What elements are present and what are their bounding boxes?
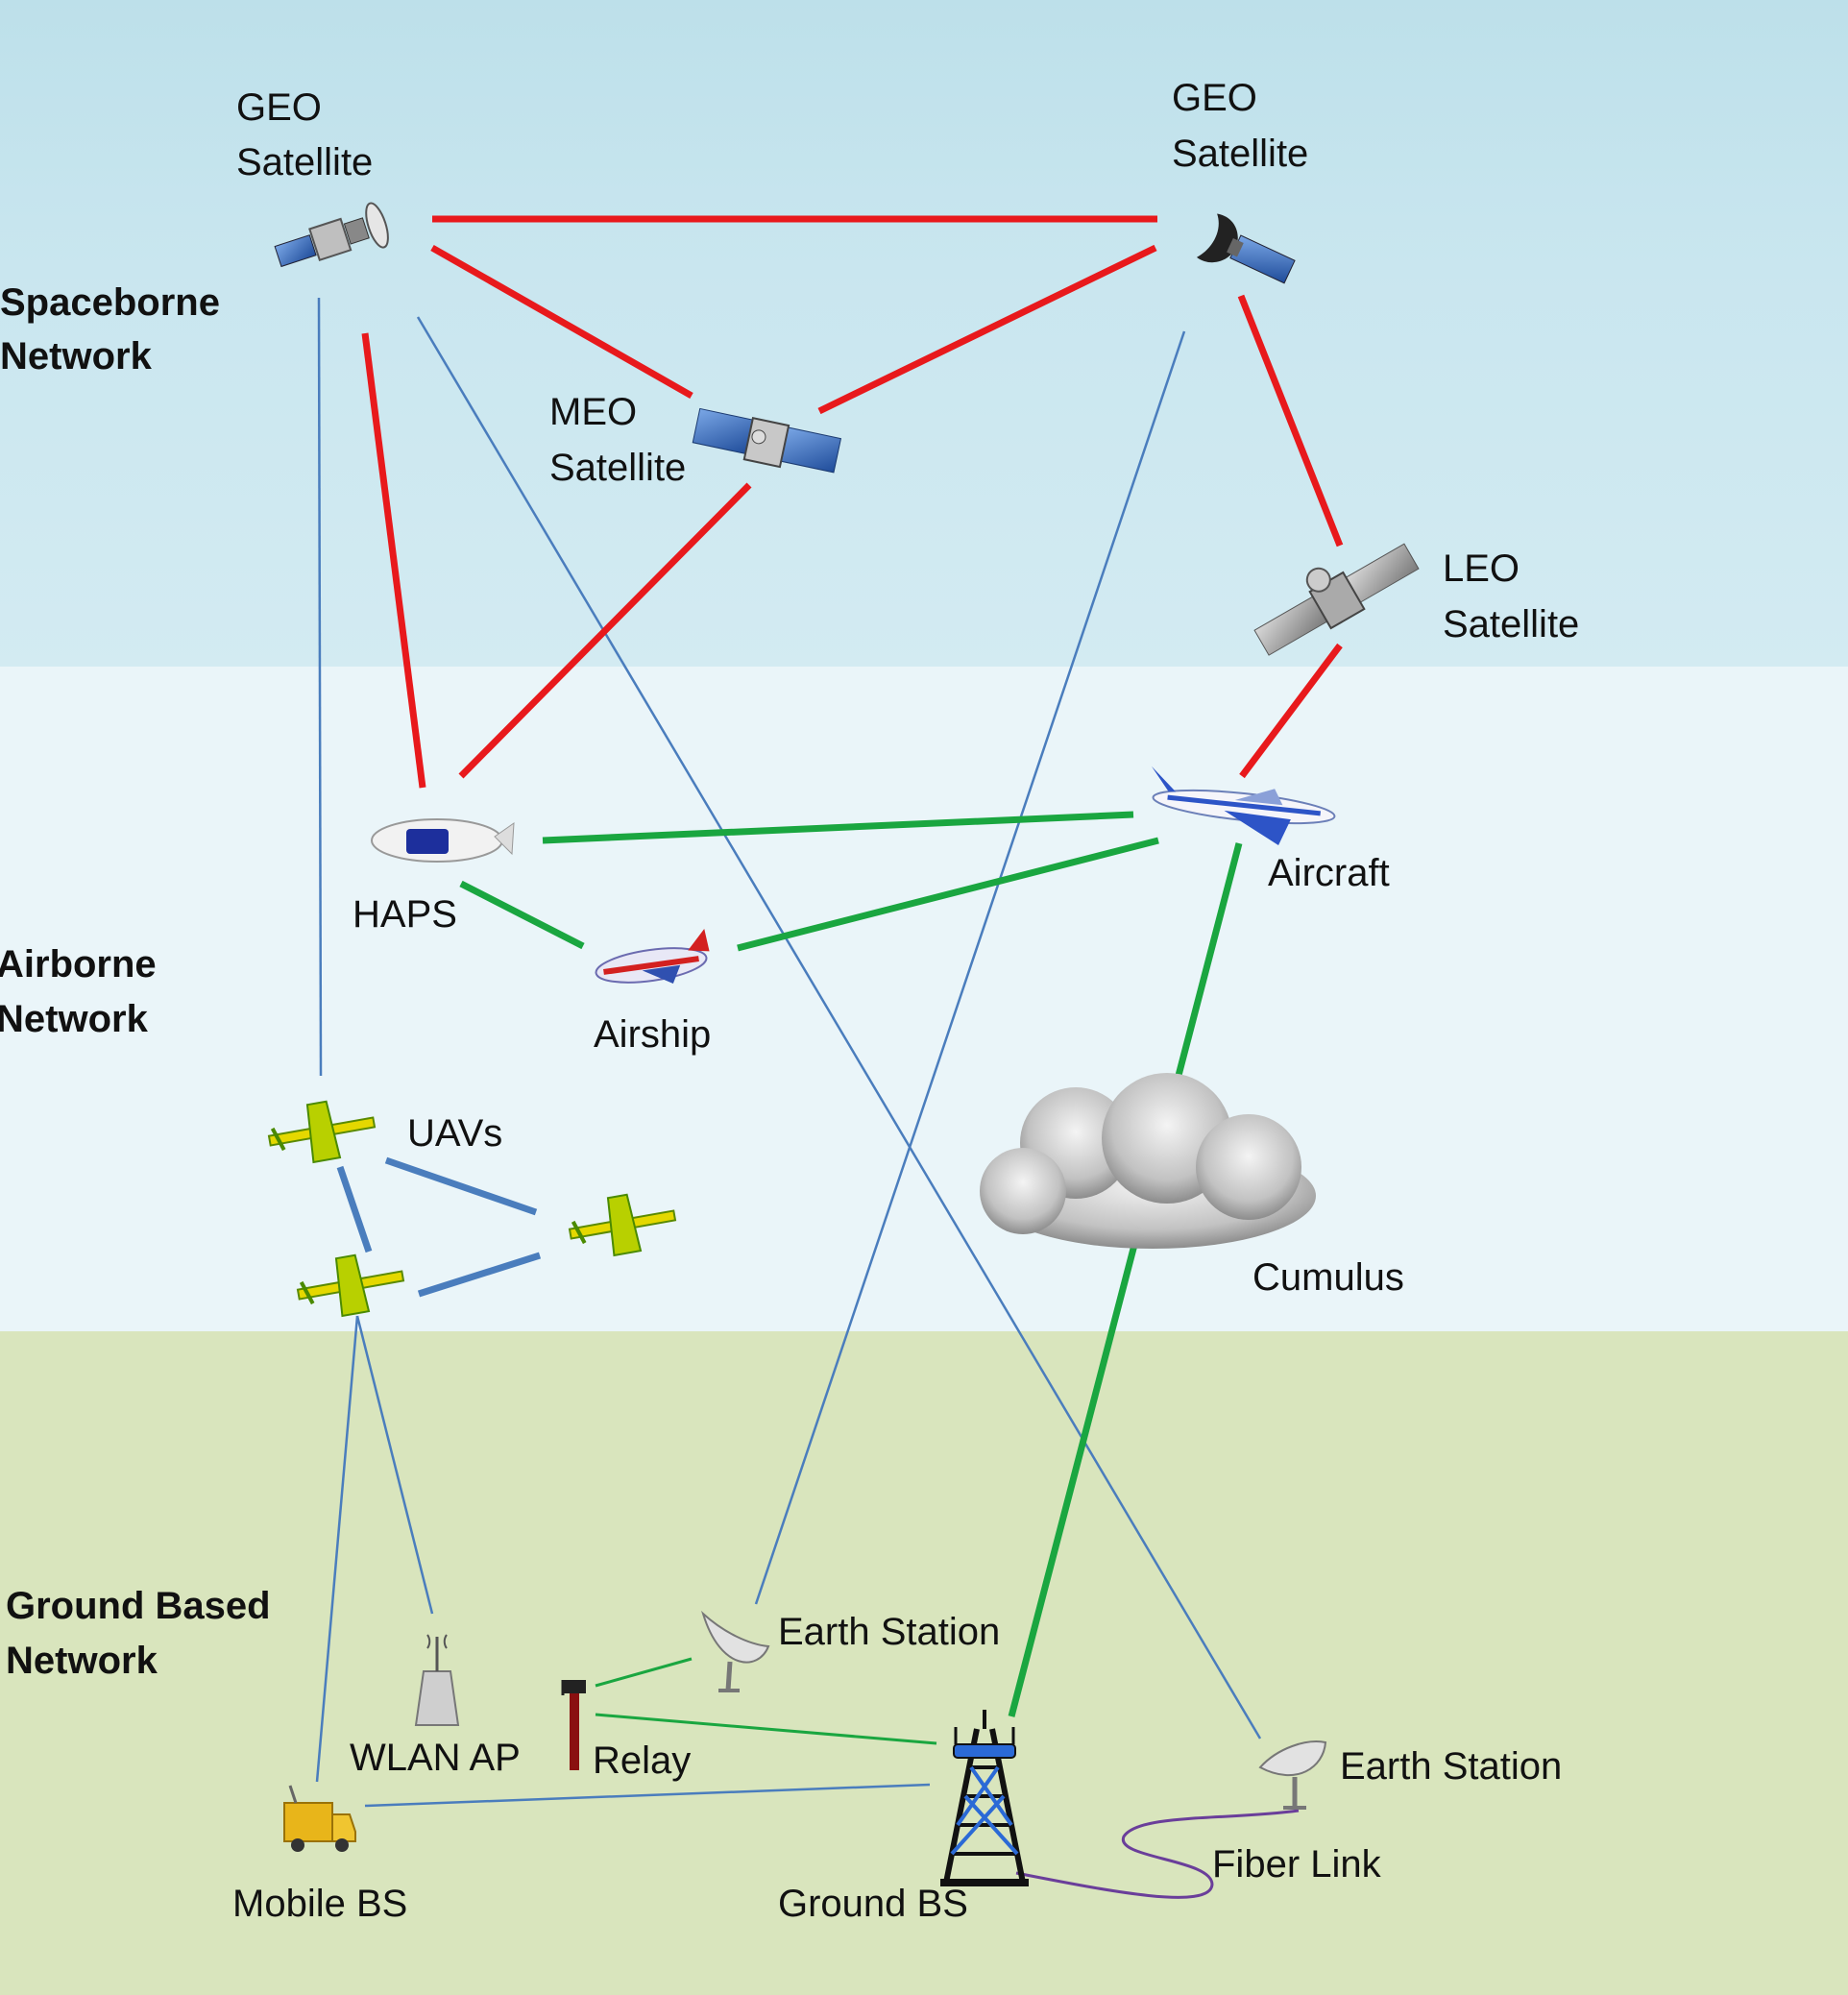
link-relay-earthstation1: [595, 1657, 693, 1688]
dish-icon: [701, 1610, 770, 1692]
link-aircraft-groundbs: [1008, 842, 1243, 1717]
fiber-link: [1015, 1809, 1300, 1899]
link-geo-meo: [430, 244, 693, 400]
link-meo-georight: [817, 244, 1157, 415]
link-relay-groundbs: [595, 1713, 937, 1745]
link-meo-haps: [458, 482, 752, 779]
link-geo-earthstation2: [416, 316, 1262, 1740]
dish-icon: [1258, 1740, 1327, 1810]
label-wlan-ap: WLAN AP: [350, 1737, 521, 1779]
label-mobile-bs: Mobile BS: [232, 1883, 407, 1925]
airship-icon: [595, 928, 710, 985]
label-cumulus: Cumulus: [1252, 1256, 1404, 1299]
link-georight-earthstation1: [754, 330, 1186, 1605]
label-geo-left: GEO Satellite: [236, 86, 373, 183]
satellite-icon: [274, 202, 389, 268]
link-haps-airship: [459, 880, 585, 950]
spaceborne-layer: [0, 0, 1848, 667]
uav-icon: [296, 1253, 405, 1318]
tower-icon: [940, 1710, 1029, 1886]
layer-label-ground: Ground Based Network: [6, 1585, 281, 1682]
label-uavs: UAVs: [407, 1112, 502, 1155]
link-uav-mobilebs: [315, 1315, 359, 1783]
link-airship-aircraft: [737, 837, 1159, 952]
link-uav1-uav3: [384, 1156, 538, 1216]
cloud-icon: [980, 1073, 1316, 1249]
satellite-icon: [1196, 213, 1296, 284]
link-uav-wlan: [355, 1315, 434, 1615]
label-ground-bs: Ground BS: [778, 1883, 968, 1925]
wlan-ap-icon: [414, 1634, 460, 1726]
label-earth-station-2: Earth Station: [1340, 1745, 1562, 1788]
relay-links: [595, 1657, 937, 1745]
haps-icon: [371, 818, 515, 863]
label-airship: Airship: [594, 1013, 711, 1056]
satellite-icon: [1253, 543, 1420, 656]
airborne-layer: [0, 667, 1848, 1331]
uav-icon: [568, 1193, 677, 1257]
link-uav1-uav2: [336, 1165, 373, 1253]
label-haps: HAPS: [353, 893, 457, 936]
link-leo-aircraft: [1239, 643, 1343, 779]
link-georight-leo: [1237, 294, 1344, 547]
uav-links: [336, 1156, 542, 1298]
link-haps-aircraft: [542, 811, 1134, 844]
label-fiber-link: Fiber Link: [1212, 1843, 1382, 1886]
air-links: [459, 811, 1243, 1717]
relay-icon: [561, 1680, 586, 1770]
label-leo: LEO Satellite: [1443, 547, 1579, 645]
aircraft-icon: [1151, 766, 1336, 845]
label-geo-right: GEO Satellite: [1172, 77, 1308, 175]
layer-label-airborne: Airborne Network: [0, 943, 167, 1040]
label-aircraft: Aircraft: [1268, 852, 1390, 894]
ground-links: [315, 297, 1262, 1808]
link-geo-uav: [317, 297, 323, 1077]
label-meo: MEO Satellite: [549, 391, 686, 489]
ground-layer: [0, 1331, 1848, 1995]
truck-icon: [283, 1785, 356, 1852]
uav-icon: [267, 1100, 377, 1164]
satellite-icon: [692, 407, 842, 474]
link-uav2-uav3: [417, 1252, 542, 1298]
label-relay: Relay: [593, 1740, 691, 1782]
link-geo-haps: [361, 332, 426, 789]
space-links: [361, 215, 1344, 789]
label-earth-station-1: Earth Station: [778, 1611, 1000, 1653]
layer-label-spaceborne: Spaceborne Network: [0, 281, 231, 377]
link-mobilebs-groundbs: [364, 1783, 931, 1808]
